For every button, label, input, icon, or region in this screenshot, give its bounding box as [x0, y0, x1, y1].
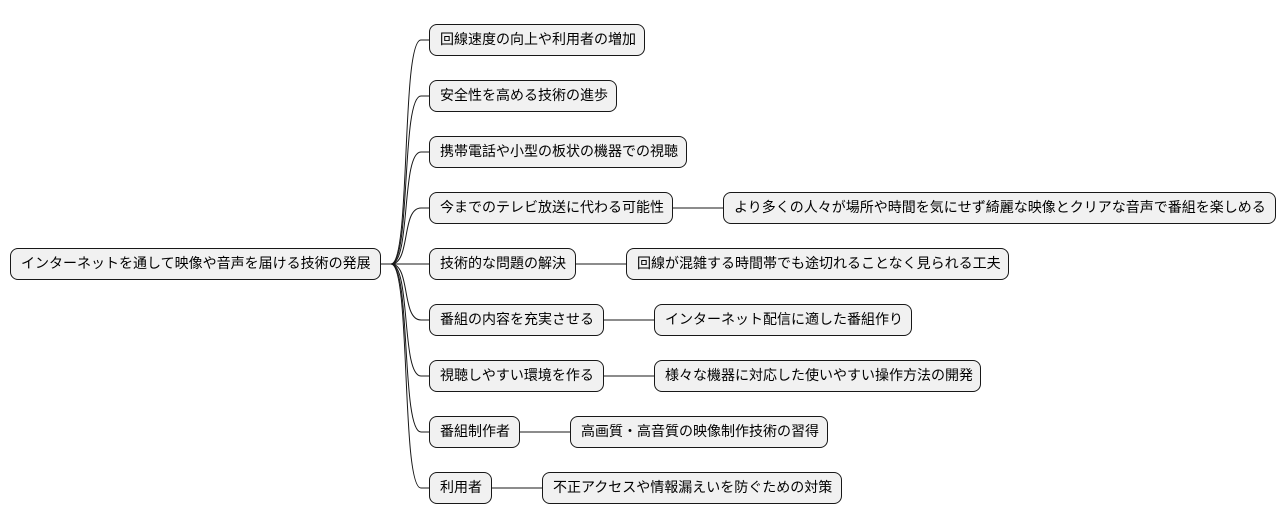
leaf-node: 回線が混雑する時間帯でも途切れることなく見られる工夫 — [626, 248, 1009, 280]
branch-node: 携帯電話や小型の板状の機器での視聴 — [429, 136, 687, 168]
connector-branch-0 — [390, 39, 429, 265]
branch-node: 技術的な問題の解決 — [429, 248, 576, 280]
connector-branch-7 — [390, 263, 429, 433]
connector-branch-8 — [390, 263, 429, 489]
branch-node: 利用者 — [429, 472, 492, 504]
connector-branch-3 — [390, 207, 429, 265]
connector-branch-5 — [390, 263, 429, 321]
branch-node: 番組の内容を充実させる — [429, 304, 604, 336]
branch-node: 視聴しやすい環境を作る — [429, 360, 604, 392]
leaf-node: 様々な機器に対応した使いやすい操作方法の開発 — [654, 360, 981, 392]
root-node: インターネットを通して映像や音声を届ける技術の発展 — [10, 248, 381, 280]
leaf-node: インターネット配信に適した番組作り — [654, 304, 912, 336]
branch-node: 安全性を高める技術の進歩 — [429, 80, 617, 112]
leaf-node: 不正アクセスや情報漏えいを防ぐための対策 — [542, 472, 842, 504]
leaf-node: より多くの人々が場所や時間を気にせず綺麗な映像とクリアな音声で番組を楽しめる — [723, 192, 1276, 224]
connector-branch-2 — [390, 151, 429, 265]
branch-node: 今までのテレビ放送に代わる可能性 — [429, 192, 673, 224]
leaf-node: 高画質・高音質の映像制作技術の習得 — [570, 416, 828, 448]
branch-node: 回線速度の向上や利用者の増加 — [429, 24, 645, 56]
connector-branch-1 — [390, 95, 429, 265]
branch-node: 番組制作者 — [429, 416, 520, 448]
connector-branch-6 — [390, 263, 429, 377]
